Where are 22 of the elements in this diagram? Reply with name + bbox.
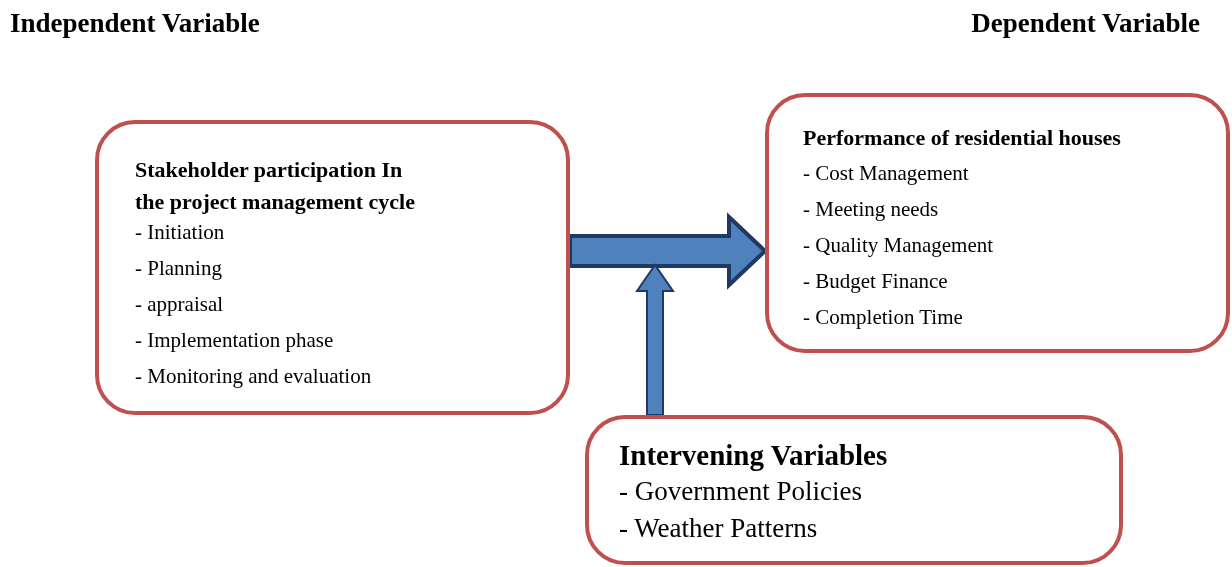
list-item: - Budget Finance (803, 269, 948, 294)
intervening-variables-box (585, 415, 1123, 565)
block-arrow (635, 263, 675, 416)
list-item: - Planning (135, 256, 222, 281)
box-heading: Performance of residential houses (803, 125, 1121, 151)
column-heading: Dependent Variable (971, 8, 1200, 39)
box-heading: Stakeholder participation In the project management cycle (135, 156, 416, 216)
list-item: - Quality Management (803, 233, 994, 258)
list-item: - Cost Management (803, 161, 969, 186)
list-item: - Weather Patterns (619, 513, 818, 544)
dependent-variable-box (765, 93, 1230, 353)
list-item: - Government Policies (619, 476, 862, 507)
column-heading: Independent Variable (10, 8, 260, 39)
box-heading: Intervening Variables (619, 439, 888, 472)
independent-variable-box (95, 120, 570, 415)
list-item: - appraisal (135, 292, 224, 317)
list-item: - Initiation (135, 220, 225, 245)
list-item: - Meeting needs (803, 197, 939, 222)
list-item: - Completion Time (803, 305, 963, 330)
list-item: - Monitoring and evaluation (135, 364, 372, 389)
block-arrow (568, 212, 768, 290)
list-item: - Implementation phase (135, 328, 334, 353)
